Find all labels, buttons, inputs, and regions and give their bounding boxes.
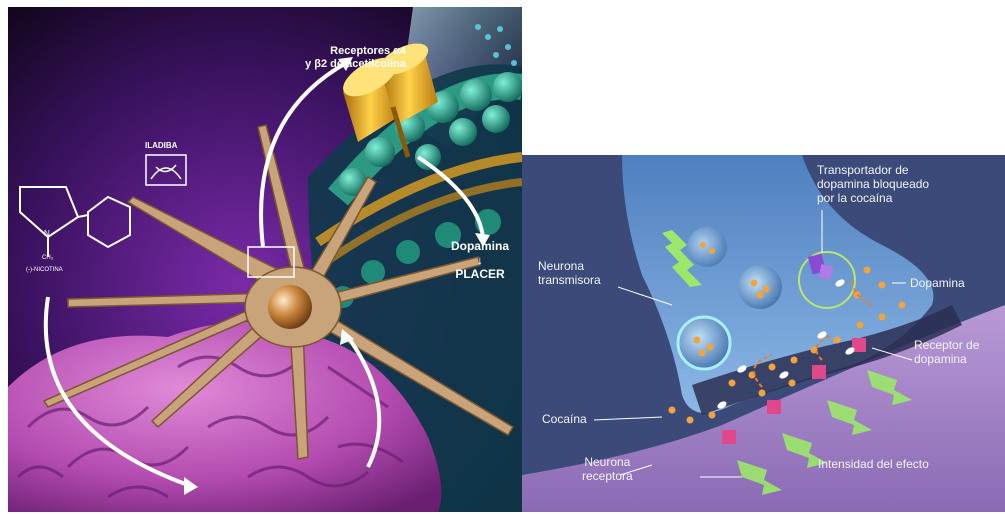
- pleasure-label: PLACER: [440, 267, 520, 281]
- dopamine-label: Dopamina: [440, 239, 520, 253]
- methyl-label: CH₃: [42, 255, 53, 261]
- receptors-label: Receptores α4 y β2 de acetilcolina: [196, 45, 406, 71]
- receiver-label-line2: receptora: [582, 469, 633, 483]
- transmitter-label-line1: Neurona: [538, 259, 601, 273]
- dopamine-pleasure-label: Dopamina ↓ PLACER: [440, 239, 520, 281]
- intensity-label: Intensidad del efecto: [818, 457, 929, 471]
- transmitter-label-line2: transmisora: [538, 273, 601, 287]
- transporter-label: Transportador de dopamina bloqueado por …: [817, 163, 929, 205]
- receptor-label-line2: dopamina: [914, 352, 979, 366]
- down-arrow: ↓: [440, 253, 520, 267]
- cocaine-label: Cocaína: [542, 412, 587, 426]
- molecule-label: (-)-NICOTINA: [26, 267, 63, 273]
- receptor-label-line1: Receptor de: [914, 338, 979, 352]
- transporter-label-line3: por la cocaína: [817, 191, 929, 205]
- cocaine-synapse-illustration: Transportador de dopamina bloqueado por …: [522, 155, 1005, 512]
- receptor-label: Receptor de dopamina: [914, 338, 979, 366]
- nicotine-neuron-illustration: Receptores α4 y β2 de acetilcolina Dopam…: [8, 7, 522, 512]
- logo-text: ILADIBA: [145, 141, 177, 150]
- dopamine-label-right: Dopamina: [910, 276, 965, 290]
- transporter-label-line2: dopamina bloqueado: [817, 177, 929, 191]
- receiver-label-line1: Neurona: [582, 455, 633, 469]
- receptors-label-line2: y β2 de acetilcolina: [196, 58, 406, 71]
- transmitter-neuron-label: Neurona transmisora: [538, 259, 601, 287]
- receptors-label-line1: Receptores α4: [196, 45, 406, 58]
- receiver-neuron-label: Neurona receptora: [582, 455, 633, 483]
- transporter-label-line1: Transportador de: [817, 163, 929, 177]
- neuron-nucleus: [268, 285, 312, 329]
- nitrogen-label: N: [44, 229, 50, 238]
